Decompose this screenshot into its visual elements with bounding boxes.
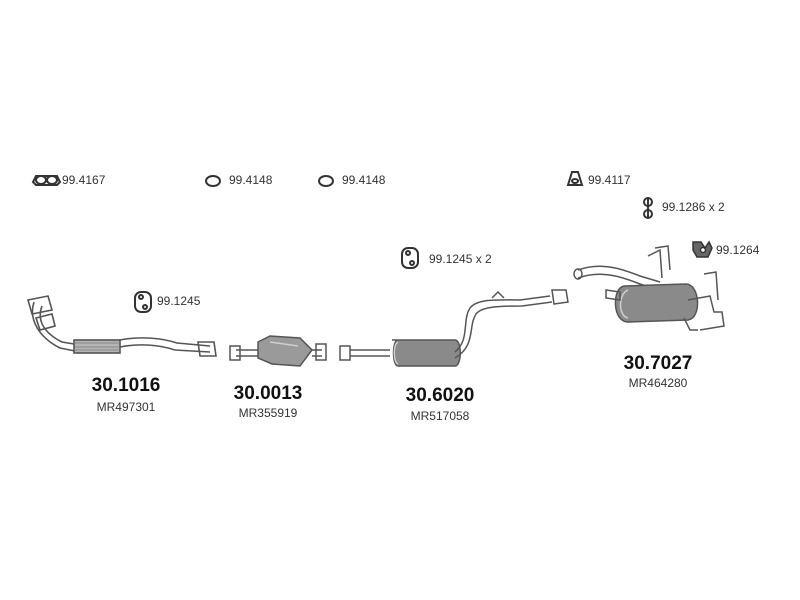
- ring-gasket-icon: [205, 175, 221, 187]
- rubber-mount-icon: [692, 240, 713, 258]
- rubber-hanger-icon: [401, 247, 419, 269]
- oem-number-label: MR355919: [238, 406, 298, 420]
- hardware-code-label: 99.4117: [588, 173, 631, 187]
- oem-number-label: MR464280: [628, 376, 688, 390]
- front-pipe-illustration: [26, 295, 217, 357]
- oem-number-label: MR517058: [410, 409, 470, 423]
- rubber-hanger-icon: [134, 291, 152, 313]
- catalytic-converter-illustration: [229, 335, 327, 367]
- cone-ring-icon: [566, 171, 584, 186]
- hardware-code-label: 99.1286 x 2: [662, 200, 725, 214]
- hardware-code-label: 99.4167: [62, 173, 106, 187]
- ring-gasket-icon: [318, 175, 334, 187]
- hardware-code-label: 99.4148: [229, 173, 273, 187]
- hardware-code-label: 99.1245: [157, 294, 201, 308]
- center-silencer-illustration: [339, 289, 569, 367]
- rear-silencer-illustration: [573, 245, 725, 331]
- hardware-code-label: 99.1245 x 2: [429, 252, 492, 266]
- part-number-label: 30.1016: [91, 375, 161, 396]
- part-number-label: 30.0013: [233, 383, 303, 404]
- oem-number-label: MR497301: [96, 400, 156, 414]
- hardware-code-label: 99.4148: [342, 173, 386, 187]
- clamp-bolt-icon: [643, 197, 653, 219]
- part-number-label: 30.6020: [405, 385, 475, 406]
- hardware-code-label: 99.1264: [716, 243, 760, 257]
- twin-ring-gasket-icon: [31, 175, 62, 186]
- part-number-label: 30.7027: [623, 353, 693, 374]
